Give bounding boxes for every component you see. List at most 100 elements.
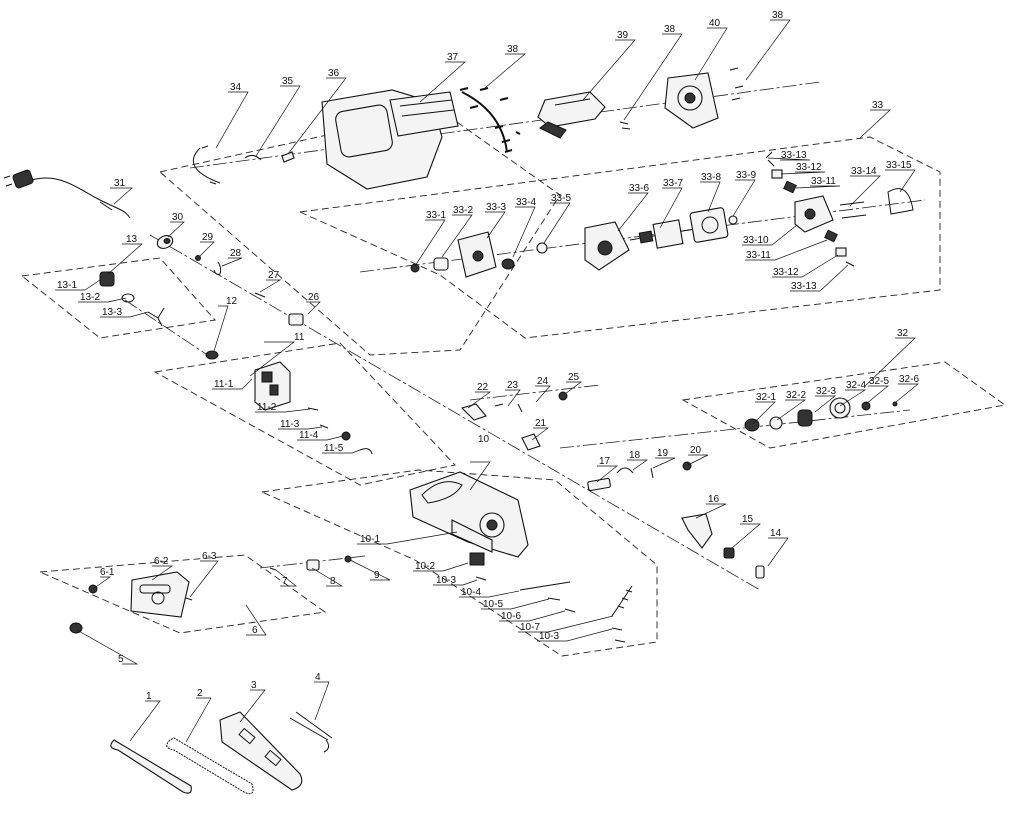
callout-7: 7 — [282, 576, 288, 587]
part-35 — [244, 154, 262, 161]
screws-38-c — [729, 67, 744, 101]
callout-14: 14 — [770, 528, 782, 539]
callout-10-3-a: 10-3 — [436, 575, 456, 586]
callout-33-14: 33-14 — [851, 166, 877, 177]
callout-19: 19 — [657, 448, 669, 459]
saw-chain-2 — [166, 737, 254, 795]
callout-33-7: 33-7 — [663, 178, 683, 189]
spring-33-2 — [433, 257, 449, 271]
callout-33-12-a: 33-12 — [796, 162, 822, 173]
axis-gear — [559, 409, 911, 449]
screw-38-b — [619, 121, 631, 130]
callout-35: 35 — [282, 76, 294, 87]
callout-28: 28 — [230, 248, 242, 259]
callout-11-5: 11-5 — [324, 443, 344, 454]
callout-32-1: 32-1 — [756, 392, 776, 403]
armature-33-7 — [629, 219, 701, 249]
bearing-33-9 — [728, 215, 738, 225]
pin-10-6 — [564, 608, 576, 613]
knob-5 — [69, 622, 83, 634]
group-outline-housing-37 — [159, 109, 561, 356]
spring-18 — [616, 467, 634, 474]
callout-38-a: 38 — [507, 44, 519, 55]
callout-1: 1 — [146, 691, 152, 702]
callout-25: 25 — [568, 372, 580, 383]
callout-10-7: 10-7 — [520, 622, 540, 633]
callout-10-4: 10-4 — [461, 587, 481, 598]
callout-5: 5 — [118, 654, 124, 665]
callout-13-3: 13-3 — [102, 307, 122, 318]
callout-20: 20 — [690, 445, 702, 456]
ring-11-4 — [341, 431, 351, 441]
spring-33-11-a — [783, 180, 797, 194]
clip-34 — [192, 145, 221, 185]
rear-bracket-33-10 — [794, 195, 834, 233]
callout-10-2: 10-2 — [415, 561, 435, 572]
block-26 — [288, 313, 304, 326]
callout-33-13-a: 33-13 — [781, 150, 807, 161]
screw-10-5 — [547, 597, 561, 601]
callout-32: 32 — [897, 328, 909, 339]
callout-29: 29 — [202, 232, 214, 243]
guide-bar-1 — [110, 739, 192, 794]
power-cord-plug — [3, 169, 131, 219]
callout-16: 16 — [708, 494, 720, 505]
callout-11-3: 11-3 — [280, 419, 300, 430]
stator-33-8 — [689, 207, 729, 243]
lever-22 — [460, 403, 487, 421]
callout-22: 22 — [477, 382, 489, 393]
callout-2: 2 — [197, 688, 203, 699]
callout-11-2: 11-2 — [257, 402, 277, 413]
callout-33-12-b: 33-12 — [773, 267, 799, 278]
washer-33-5 — [536, 242, 548, 254]
clip-13-3 — [147, 307, 165, 327]
axis-diagonal — [149, 234, 761, 591]
callout-33-10: 33-10 — [743, 235, 769, 246]
end-cap-40 — [664, 72, 719, 129]
callout-10-3-b: 10-3 — [539, 631, 559, 642]
bearing-32-1 — [744, 418, 760, 432]
pin-11-2 — [307, 407, 319, 411]
axis-left — [124, 299, 216, 361]
callout-38-c: 38 — [772, 10, 784, 21]
callout-12: 12 — [226, 296, 238, 307]
ring-12 — [205, 350, 219, 360]
callout-11-4: 11-4 — [299, 430, 319, 441]
callout-40: 40 — [709, 18, 721, 29]
callout-11: 11 — [294, 332, 305, 343]
clip-32-6 — [892, 401, 898, 407]
axis-mid — [469, 384, 601, 401]
callout-37: 37 — [447, 52, 459, 63]
axis-top — [189, 81, 821, 169]
callout-31: 31 — [114, 178, 126, 189]
screw-29 — [195, 255, 201, 261]
main-body-10-1 — [409, 471, 529, 558]
sprocket-8 — [306, 559, 320, 571]
nut-15 — [723, 547, 735, 559]
callout-10: 10 — [478, 434, 490, 445]
callout-6-1: 6-1 — [100, 567, 115, 578]
callout-13-1: 13-1 — [57, 280, 77, 291]
callout-33-13-b: 33-13 — [791, 281, 817, 292]
screws-33-14 — [839, 201, 867, 219]
callout-33-15: 33-15 — [886, 160, 912, 171]
brush-33-12-b — [835, 247, 847, 257]
callout-33-8: 33-8 — [701, 172, 721, 183]
ring-13-2 — [121, 293, 135, 303]
callout-6: 6 — [252, 625, 258, 636]
callout-32-2: 32-2 — [786, 390, 806, 401]
callout-24: 24 — [537, 376, 549, 387]
callout-10-1: 10-1 — [360, 534, 380, 545]
callout-33-5: 33-5 — [551, 193, 571, 204]
callout-17: 17 — [599, 456, 611, 467]
motor-housing-37 — [321, 89, 459, 190]
nut-20 — [682, 461, 692, 471]
pin-7 — [269, 567, 277, 571]
bumper-10-7 — [611, 585, 633, 617]
callout-23: 23 — [507, 380, 519, 391]
nut-9 — [344, 555, 352, 563]
group-outline-switch-11 — [153, 342, 456, 486]
bolt-14 — [755, 565, 765, 579]
callout-33-11-a: 33-11 — [811, 176, 836, 187]
cap-33-15 — [887, 188, 914, 215]
